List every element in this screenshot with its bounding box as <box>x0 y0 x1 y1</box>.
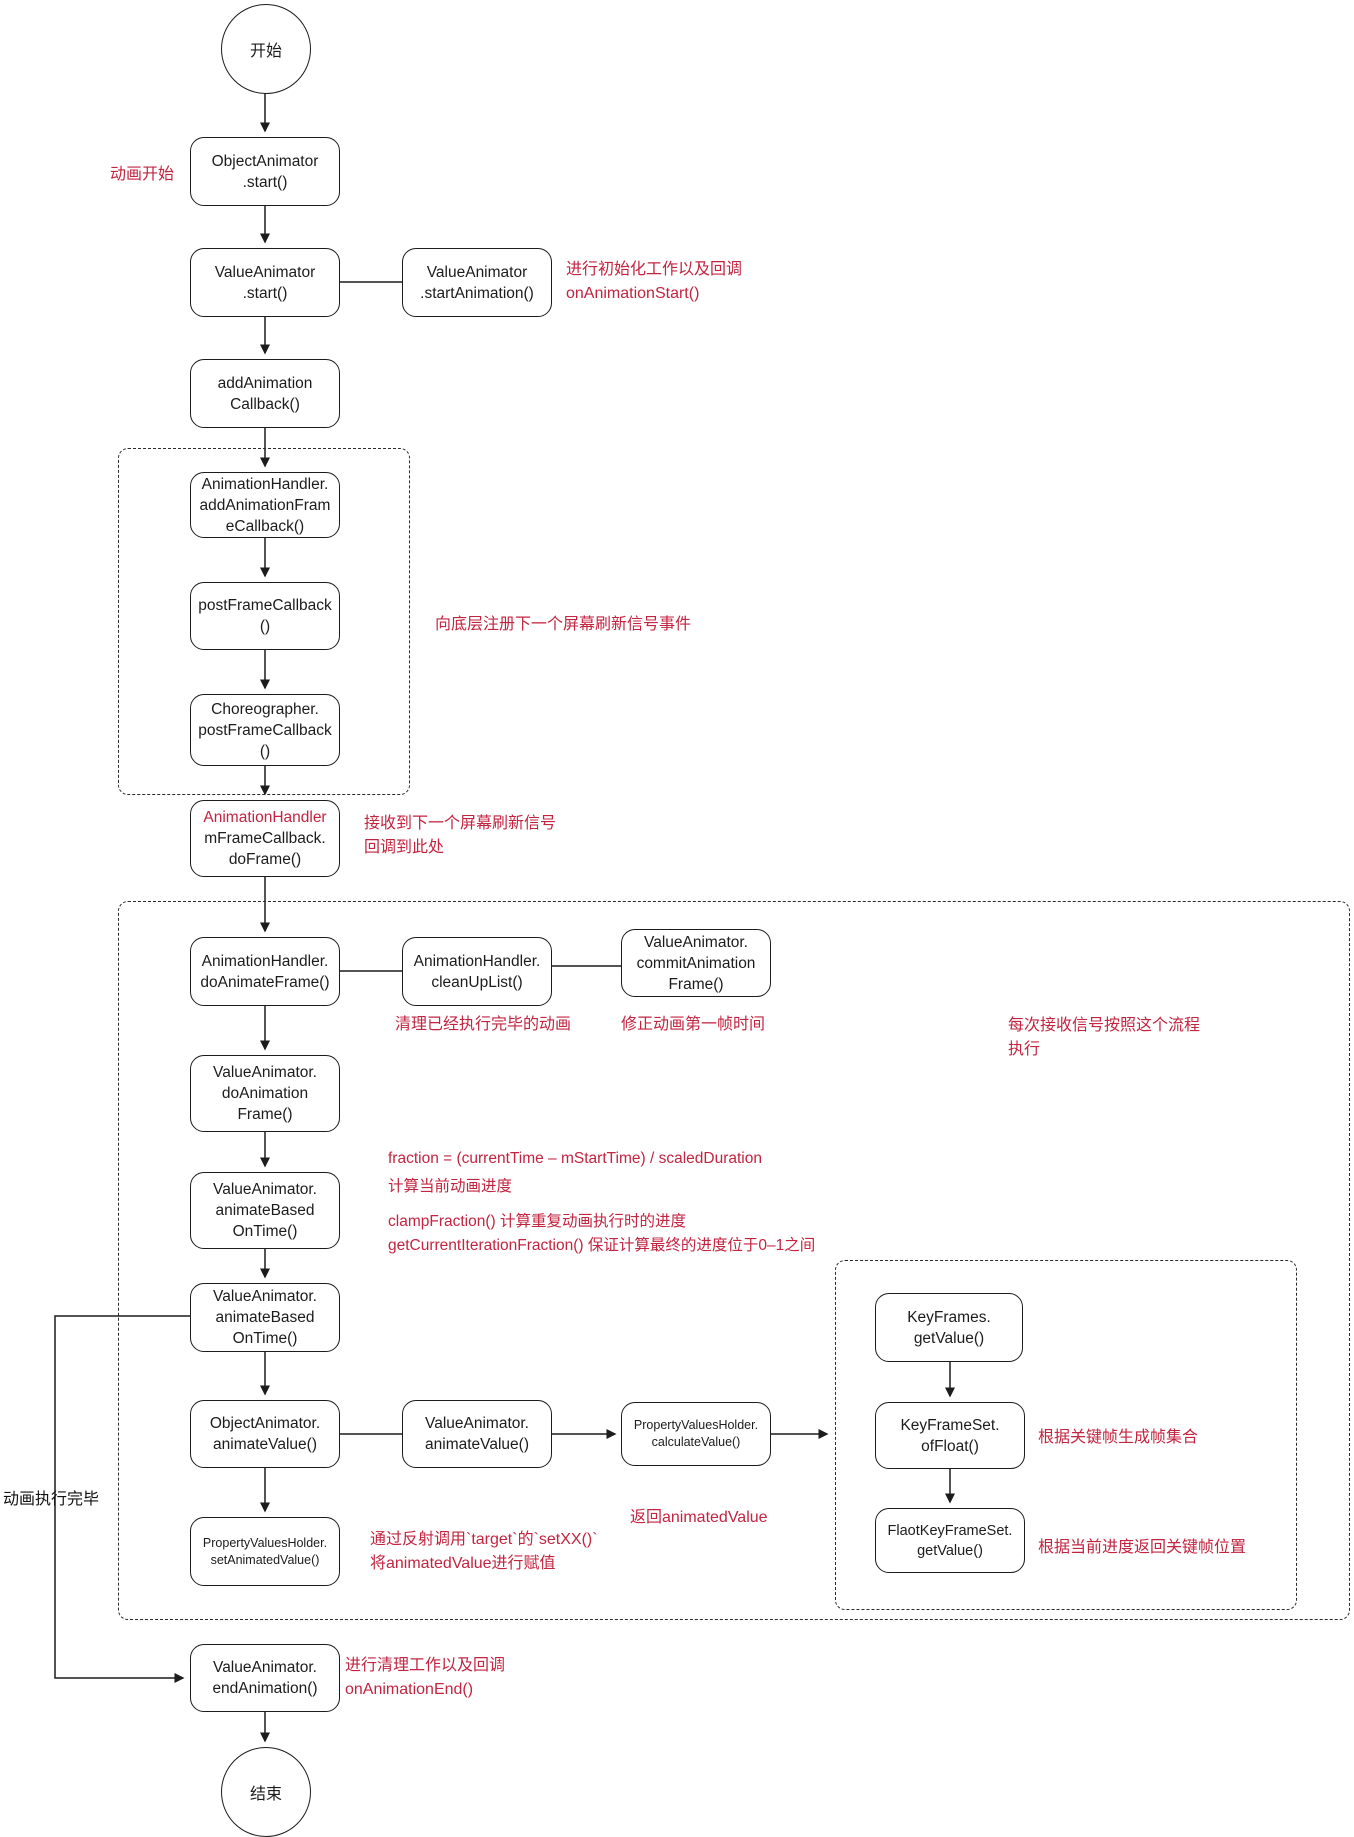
node-add-animation-callback: addAnimation Callback() <box>190 359 340 428</box>
note-end: 进行清理工作以及回调 onAnimationEnd() <box>345 1657 506 1698</box>
node-value-animator-commit-animation-frame: ValueAnimator. commitAnimation Frame() <box>621 929 771 997</box>
note-return-animated-value: 返回animatedValue <box>630 1509 768 1526</box>
note-register: 向底层注册下一个屏幕刷新信号事件 <box>435 616 692 633</box>
node-value-animator-animate-based-on-time-1: ValueAnimator. animateBased OnTime() <box>190 1172 340 1249</box>
start-terminal: 开始 <box>221 4 311 94</box>
node-value-animator-animate-based-on-time-2: ValueAnimator. animateBased OnTime() <box>190 1283 340 1352</box>
node-value-animator-animate-value: ValueAnimator. animateValue() <box>402 1400 552 1468</box>
node-value-animator-do-animation-frame: ValueAnimator. doAnimation Frame() <box>190 1055 340 1132</box>
do-frame-highlight: AnimationHandler <box>203 809 327 826</box>
node-key-frame-set-of-float: KeyFrameSet. ofFloat() <box>875 1402 1025 1469</box>
node-post-frame-callback: postFrameCallback () <box>190 582 340 650</box>
end-terminal-label: 结束 <box>249 1786 282 1803</box>
node-animation-handler-do-animate-frame: AnimationHandler. doAnimateFrame() <box>190 937 340 1006</box>
do-frame-label: AnimationHandler mFrameCallback. doFrame(… <box>203 807 326 870</box>
note-keyframe-pos: 根据当前进度返回关键帧位置 <box>1038 1539 1247 1556</box>
node-flaot-key-frame-set-get-value: FlaotKeyFrameSet. getValue() <box>875 1508 1025 1573</box>
note-anim-done: 动画执行完毕 <box>3 1491 100 1508</box>
node-object-animator-animate-value: ObjectAnimator. animateValue() <box>190 1400 340 1468</box>
note-reflect: 通过反射调用`target`的`setXX()` 将animatedValue进… <box>370 1531 598 1572</box>
node-value-animator-start-animation: ValueAnimator .startAnimation() <box>402 248 552 317</box>
note-per-signal: 每次接收信号按照这个流程 执行 <box>1008 1017 1201 1058</box>
note-cleanup: 清理已经执行完毕的动画 <box>395 1016 572 1033</box>
node-choreographer-post-frame-callback: Choreographer. postFrameCallback () <box>190 694 340 766</box>
note-fraction: fraction = (currentTime – mStartTime) / … <box>388 1150 762 1195</box>
group-frame-loop <box>118 901 1350 1620</box>
node-property-values-holder-calculate-value: PropertyValuesHolder. calculateValue() <box>621 1402 771 1466</box>
node-object-animator-start: ObjectAnimator .start() <box>190 137 340 206</box>
group-keyframes <box>835 1260 1297 1610</box>
end-terminal: 结束 <box>221 1747 311 1837</box>
node-animation-handler-add-animation-frame-callback: AnimationHandler. addAnimationFram eCall… <box>190 472 340 538</box>
do-frame-rest: mFrameCallback. doFrame() <box>204 830 326 868</box>
node-value-animator-end-animation: ValueAnimator. endAnimation() <box>190 1644 340 1712</box>
node-animation-handler-do-frame: AnimationHandler mFrameCallback. doFrame(… <box>190 800 340 877</box>
note-clamp: clampFraction() 计算重复动画执行时的进度 getCurrentI… <box>388 1213 816 1254</box>
note-init: 进行初始化工作以及回调 onAnimationStart() <box>566 261 743 302</box>
node-animation-handler-clean-up-list: AnimationHandler. cleanUpList() <box>402 937 552 1006</box>
note-receive: 接收到下一个屏幕刷新信号 回调到此处 <box>364 815 557 856</box>
note-keyframe-set: 根据关键帧生成帧集合 <box>1038 1429 1199 1446</box>
node-property-values-holder-set-animated-value: PropertyValuesHolder. setAnimatedValue() <box>190 1517 340 1586</box>
node-value-animator-start: ValueAnimator .start() <box>190 248 340 317</box>
node-key-frames-get-value: KeyFrames. getValue() <box>875 1293 1023 1362</box>
note-commit: 修正动画第一帧时间 <box>621 1016 766 1033</box>
note-anim-start: 动画开始 <box>110 166 175 183</box>
start-terminal-label: 开始 <box>249 43 282 60</box>
